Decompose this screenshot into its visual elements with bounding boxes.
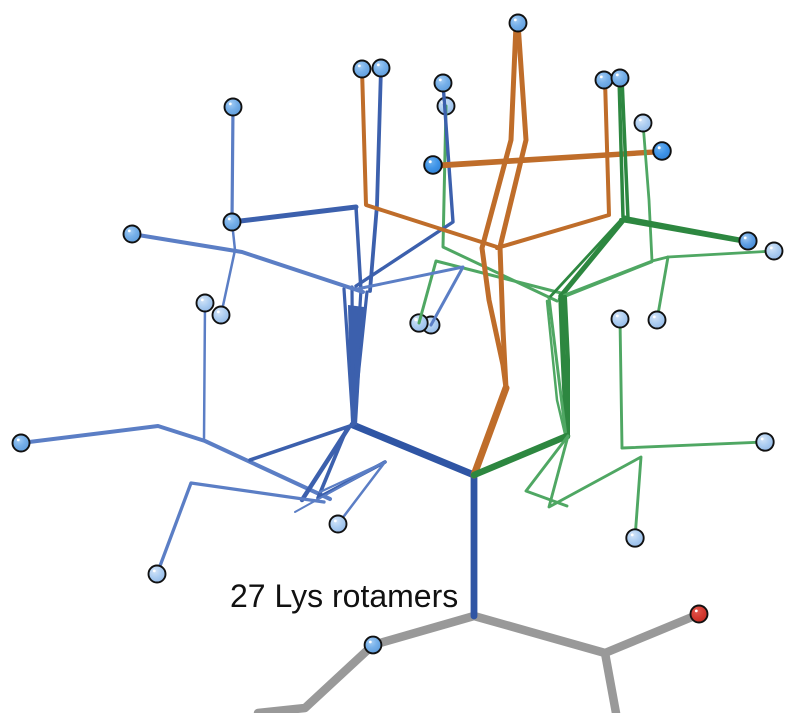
svg-text:27 Lys rotamers: 27 Lys rotamers	[230, 578, 458, 614]
